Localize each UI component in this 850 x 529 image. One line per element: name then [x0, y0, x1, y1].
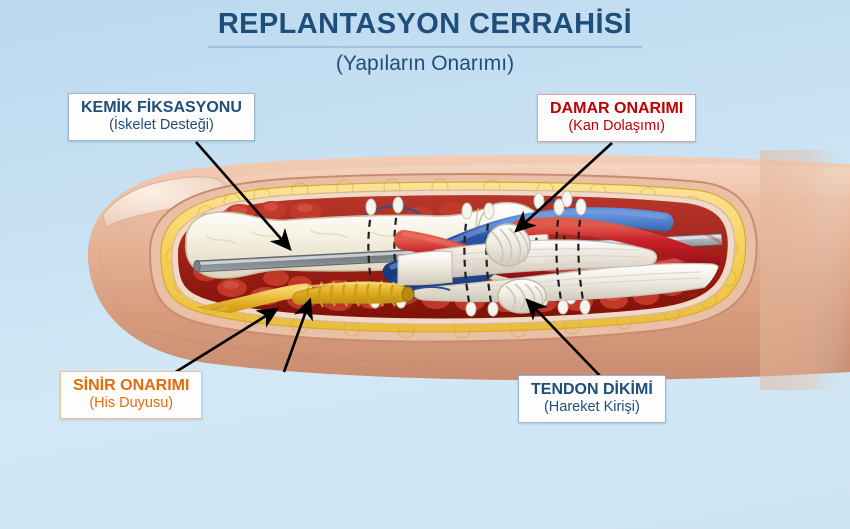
- callout-tendon-title: TENDON DİKİMİ: [531, 381, 653, 398]
- callout-bone-subtitle: (İskelet Desteği): [109, 116, 214, 133]
- callout-bone-fixation[interactable]: KEMİK FİKSASYONU (İskelet Desteği): [68, 93, 255, 142]
- callout-vessel-subtitle: (Kan Dolaşımı): [568, 117, 666, 134]
- callout-nerve-repair[interactable]: SİNİR ONARIMI (His Duyusu): [60, 371, 203, 420]
- callout-tendon-subtitle: (Hareket Kirişi): [543, 398, 640, 415]
- callout-nerve-title: SİNİR ONARIMI: [73, 377, 190, 394]
- callout-nerve-subtitle: (His Duyusu): [89, 394, 174, 411]
- tendon-suture-knot-lower: [497, 278, 547, 314]
- page-title: REPLANTASYON CERRAHİSİ: [207, 8, 643, 48]
- callout-tendon-suture[interactable]: TENDON DİKİMİ (Hareket Kirişi): [518, 375, 666, 424]
- tendon-suture-knot-upper: [485, 223, 531, 267]
- callout-bone-title: KEMİK FİKSASYONU: [81, 99, 242, 116]
- tendon-repair-sutures: [461, 198, 591, 317]
- page-title-container: REPLANTASYON CERRAHİSİ: [0, 8, 850, 48]
- callout-vessel-title: DAMAR ONARIMI: [550, 100, 684, 117]
- page-subtitle: (Yapıların Onarımı): [335, 52, 515, 75]
- callout-vessel-repair[interactable]: DAMAR ONARIMI (Kan Dolaşımı): [537, 94, 697, 143]
